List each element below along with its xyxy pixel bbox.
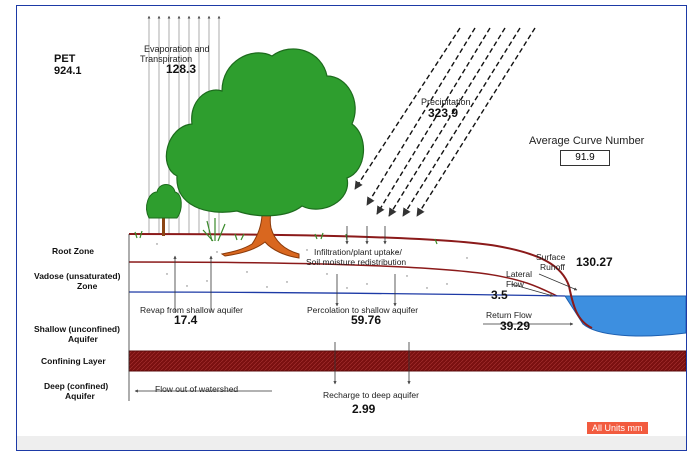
root-zone-label: Root Zone [52, 246, 95, 256]
precipitation-value: 323.9 [428, 106, 459, 120]
return-flow-label: Return Flow [486, 310, 532, 320]
surface-runoff-value: 130.27 [576, 255, 613, 269]
revap-label: Revap from shallow aquifer [140, 305, 243, 315]
confining-layer-label: Confining Layer [41, 356, 106, 366]
lateral-flow-value: 3.5 [491, 288, 508, 302]
soil-dots [156, 243, 468, 289]
big-tree [165, 48, 365, 259]
percolation-label: Percolation to shallow aquifer [307, 305, 419, 315]
recharge-arrows [333, 342, 411, 385]
deep-aquifer-label-1: Deep (confined) [44, 381, 109, 391]
pet-label: PET [54, 53, 76, 65]
evapotranspiration-label-1: Evaporation and [144, 44, 210, 54]
shallow-aquifer-label-2: Aquifer [68, 334, 98, 344]
infiltration-arrows [345, 226, 387, 245]
confining-layer [128, 350, 686, 372]
percolation-value: 59.76 [351, 313, 382, 327]
root-zone-boundary [128, 261, 558, 297]
vadose-zone-label-1: Vadose (unsaturated) [34, 271, 121, 281]
lateral-flow-label-2: Flow [506, 279, 524, 289]
small-tree [146, 184, 182, 236]
precipitation-arrows [354, 27, 536, 217]
flow-out-label: Flow out of watershed [155, 384, 239, 394]
grass [134, 218, 438, 245]
recharge-value: 2.99 [352, 402, 376, 416]
evapotranspiration-label-2: Transpiration [140, 54, 193, 64]
surface-runoff-label-2: Runoff [540, 262, 565, 272]
infiltration-label-1: Infiltration/plant uptake/ [314, 247, 402, 257]
surface-runoff-arrow [538, 273, 578, 291]
diagram-frame: PET 924.1 Evaporation and Transpiration … [16, 5, 687, 451]
lateral-flow-label-1: Lateral [506, 269, 532, 279]
lateral-flow-arrow [510, 283, 554, 297]
curve-number-value: 91.9 [560, 150, 610, 166]
stream-water [564, 295, 686, 337]
revap-value: 17.4 [174, 313, 198, 327]
water-table-line [128, 291, 566, 297]
shallow-aquifer-label-1: Shallow (unconfined) [34, 324, 120, 334]
bottom-band [17, 436, 686, 450]
diagram-graphics [128, 15, 686, 401]
recharge-label: Recharge to deep aquifer [323, 390, 419, 400]
revap-arrows [173, 255, 213, 312]
vadose-zone-label-2: Zone [77, 281, 98, 291]
deep-aquifer-label-2: Aquifer [65, 391, 95, 401]
infiltration-label-2: Soil moisture redistribution [306, 257, 407, 267]
pet-value: 924.1 [54, 65, 82, 77]
precipitation-label: Precipitation [421, 97, 471, 107]
units-badge: All Units mm [587, 422, 648, 434]
percolation-arrows [335, 274, 397, 307]
return-flow-value: 39.29 [500, 319, 531, 333]
evapotranspiration-value: 128.3 [166, 62, 197, 76]
curve-number-label: Average Curve Number [529, 135, 645, 147]
surface-runoff-label-1: Surface [536, 252, 566, 262]
